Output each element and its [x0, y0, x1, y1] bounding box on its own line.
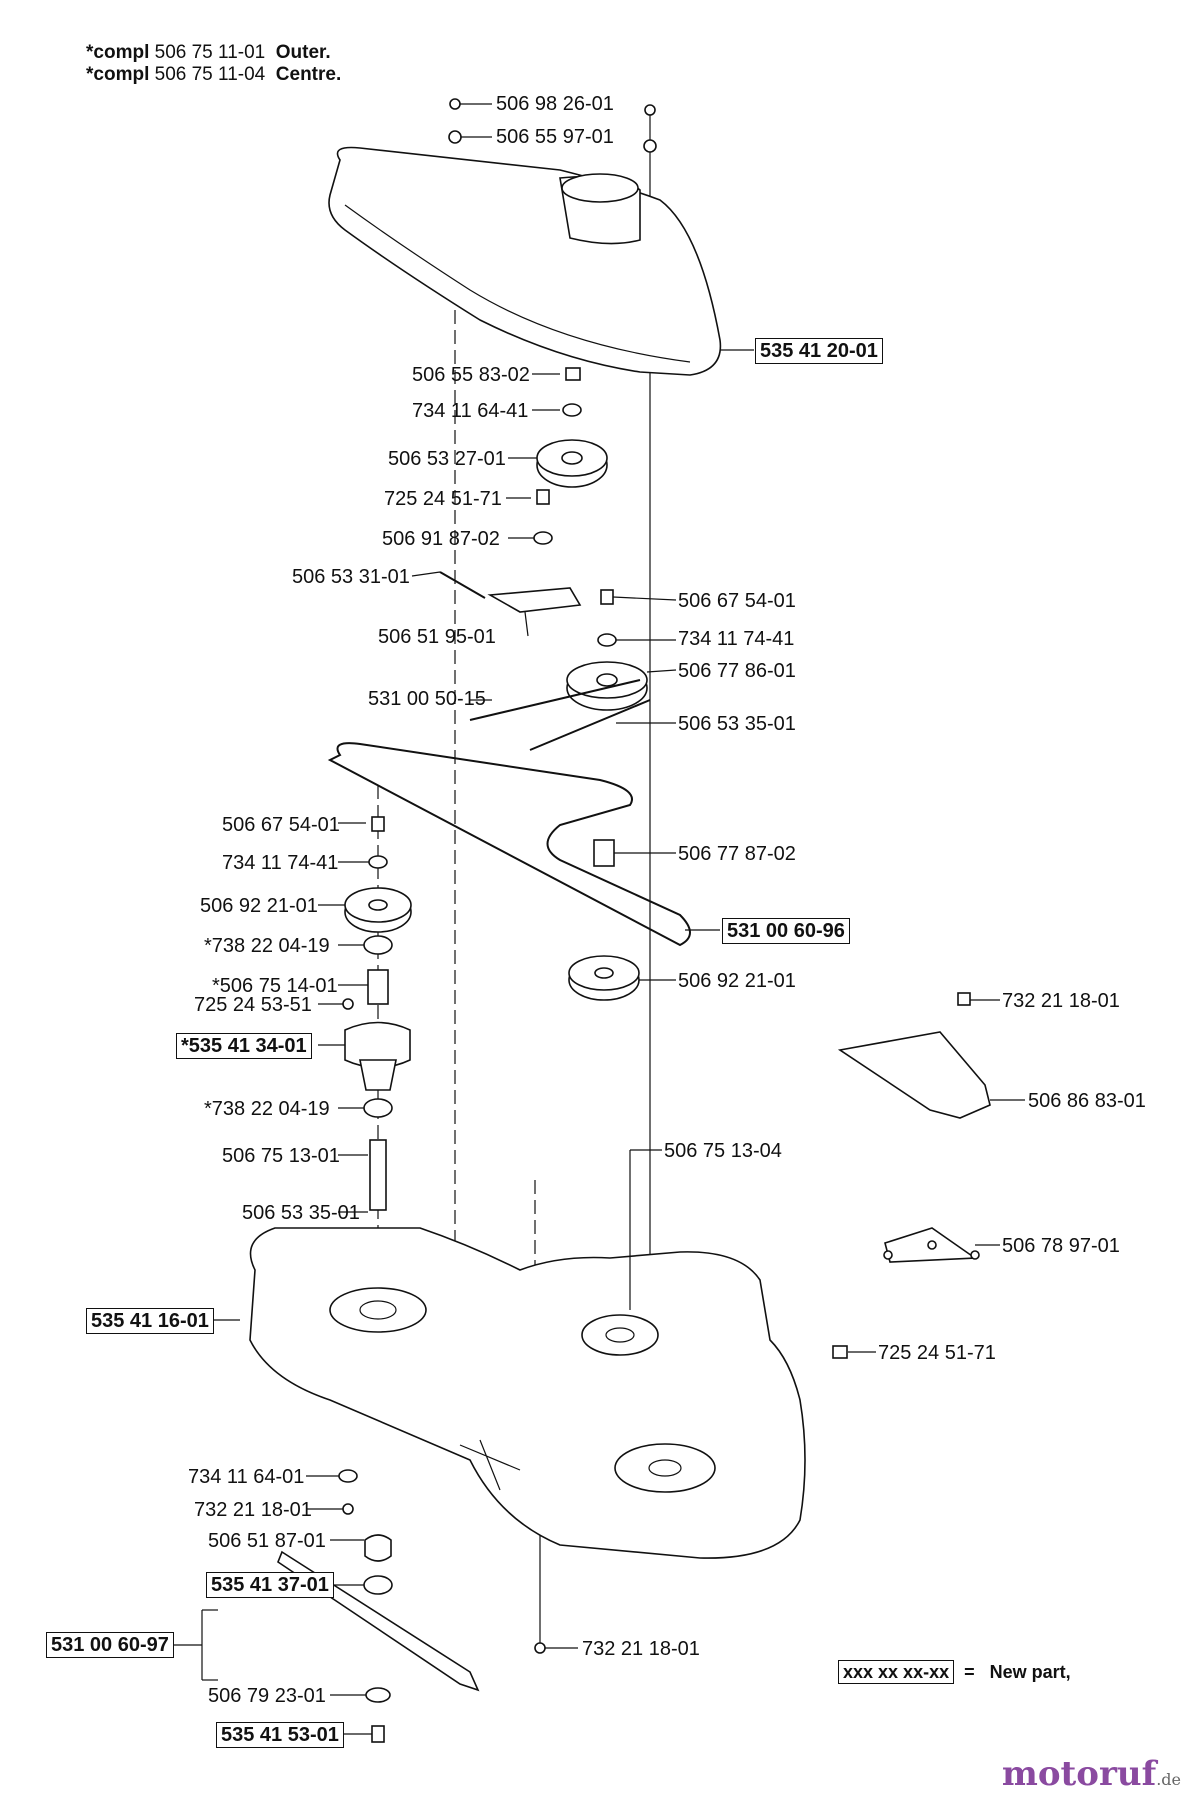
callout-732-21-18-01-left: 732 21 18-01 — [194, 1499, 312, 1521]
callout-535-41-16-01: 535 41 16-01 — [86, 1308, 214, 1334]
header-part-number: 506 75 11-04 — [154, 64, 266, 85]
callout-725-24-51-71: 725 24 51-71 — [384, 488, 502, 510]
watermark-tld: .de — [1156, 1770, 1181, 1789]
callout-506-79-23-01: 506 79 23-01 — [208, 1685, 326, 1707]
callout-506-75-14-01: *506 75 14-01 — [212, 975, 338, 997]
callout-732-21-18-01-bracket: 732 21 18-01 — [1002, 990, 1120, 1012]
mower-deck — [249, 1227, 806, 1559]
callout-506-55-83-02: 506 55 83-02 — [412, 364, 530, 386]
header-description: Outer. — [275, 42, 331, 63]
blade — [277, 1534, 480, 1703]
callout-531-00-50-15: 531 00 50-15 — [368, 688, 486, 710]
callout-506-98-26-01: 506 98 26-01 — [496, 93, 614, 115]
legend-code: xxx xx xx-xx — [838, 1660, 955, 1684]
callout-535-41-20-01: 535 41 20-01 — [755, 338, 883, 364]
callout-506-86-83-01: 506 86 83-01 — [1028, 1090, 1146, 1112]
header-row-centre: *compl 506 75 11-04 Centre. — [86, 64, 341, 86]
legend-equals: = — [964, 1662, 975, 1682]
header-description: Centre. — [275, 64, 342, 85]
callout-725-24-53-51: 725 24 53-51 — [194, 994, 312, 1016]
callout-506-92-21-01-left: 506 92 21-01 — [200, 895, 318, 917]
callout-506-51-95-01: 506 51 95-01 — [378, 626, 496, 648]
callout-535-41-34-01: *535 41 34-01 — [176, 1033, 312, 1059]
callout-506-75-13-04: 506 75 13-04 — [664, 1140, 782, 1162]
callout-535-41-53-01: 535 41 53-01 — [216, 1722, 344, 1748]
callout-734-11-74-41-left: 734 11 74-41 — [222, 852, 339, 874]
callout-506-77-87-02: 506 77 87-02 — [678, 843, 796, 865]
callout-531-00-60-97: 531 00 60-97 — [46, 1632, 174, 1658]
leader-lines — [170, 103, 1025, 1735]
tensioner-arm — [439, 571, 582, 613]
callout-725-24-51-71-deck: 725 24 51-71 — [878, 1342, 996, 1364]
callout-506-53-31-01: 506 53 31-01 — [292, 566, 410, 588]
watermark-brand: motoruf — [1001, 1754, 1157, 1794]
callout-506-53-35-01: 506 53 35-01 — [678, 713, 796, 735]
callout-734-11-74-41: 734 11 74-41 — [678, 628, 795, 650]
callout-734-11-64-01: 734 11 64-01 — [188, 1466, 305, 1488]
callout-506-55-97-01: 506 55 97-01 — [496, 126, 614, 148]
callout-506-67-54-01-left: 506 67 54-01 — [222, 814, 340, 836]
belt-routing-diagram — [883, 1227, 980, 1263]
legend-text: New part, — [989, 1662, 1071, 1682]
bracket — [837, 1031, 991, 1119]
callout-506-91-87-02: 506 91 87-02 — [382, 528, 500, 550]
callout-734-11-64-41: 734 11 64-41 — [412, 400, 529, 422]
spindle-housing — [344, 1021, 411, 1211]
pulleys — [344, 439, 648, 1118]
new-part-legend: xxx xx xx-xx = New part, — [838, 1660, 1071, 1684]
callout-738-22-04-19-lower: *738 22 04-19 — [204, 1098, 330, 1120]
callout-506-92-21-01-right: 506 92 21-01 — [678, 970, 796, 992]
header-part-number: 506 75 11-01 — [154, 42, 266, 63]
callout-535-41-37-01: 535 41 37-01 — [206, 1572, 334, 1598]
callout-531-00-60-96: 531 00 60-96 — [722, 918, 850, 944]
callout-506-67-54-01: 506 67 54-01 — [678, 590, 796, 612]
callout-506-75-13-01: 506 75 13-01 — [222, 1145, 340, 1167]
header-prefix: *compl — [86, 64, 150, 85]
callout-732-21-18-01-bottom: 732 21 18-01 — [582, 1638, 700, 1660]
belt-cover — [328, 146, 722, 376]
header-prefix: *compl — [86, 42, 150, 63]
callout-506-78-97-01: 506 78 97-01 — [1002, 1235, 1120, 1257]
header-row-outer: *compl 506 75 11-01 Outer. — [86, 42, 331, 64]
callout-506-51-87-01: 506 51 87-01 — [208, 1530, 326, 1552]
callout-738-22-04-19-upper: *738 22 04-19 — [204, 935, 330, 957]
callout-506-53-35-01-left: 506 53 35-01 — [242, 1202, 360, 1224]
callout-506-77-86-01: 506 77 86-01 — [678, 660, 796, 682]
watermark: motoruf.de — [1002, 1754, 1181, 1794]
callout-506-53-27-01: 506 53 27-01 — [388, 448, 506, 470]
fasteners — [338, 98, 971, 1743]
